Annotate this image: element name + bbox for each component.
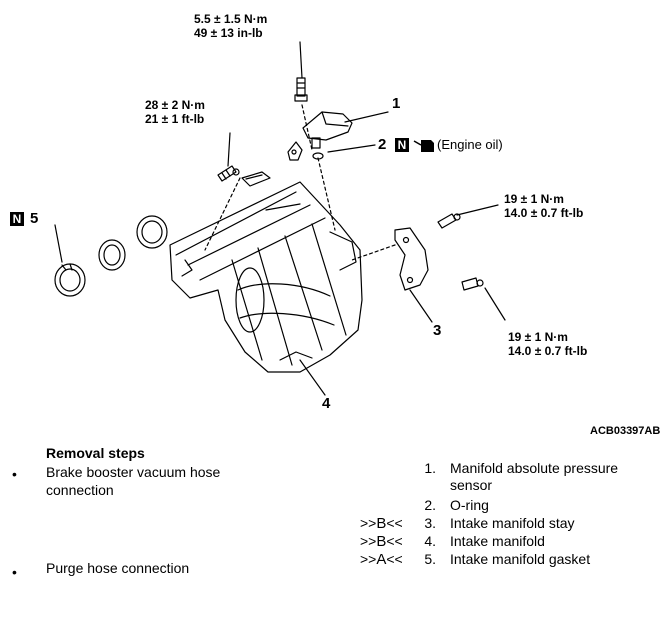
callout-1: 1 bbox=[392, 95, 401, 112]
list-item: >>B<< 3. Intake manifold stay bbox=[360, 515, 575, 532]
list-item: 2. O-ring bbox=[424, 497, 489, 513]
sensor-bolt-icon bbox=[294, 77, 308, 102]
stay-bolt-lower-icon bbox=[461, 277, 484, 291]
leader-1 bbox=[344, 111, 389, 123]
bullet-step-brake-hose: Brake booster vacuum hose connection bbox=[46, 464, 221, 498]
callout-5: 5 bbox=[30, 210, 39, 227]
list-item: 1. Manifold absolute pressure sensor bbox=[424, 460, 619, 493]
list-item: >>A<< 5. Intake manifold gasket bbox=[360, 551, 591, 568]
callout-2: 2 bbox=[378, 136, 387, 153]
torque-stay-upper: 19 ± 1 N·m 14.0 ± 0.7 ft-lb bbox=[504, 192, 584, 220]
torque-stay-lower: 19 ± 1 N·m 14.0 ± 0.7 ft-lb bbox=[508, 330, 588, 358]
bullet-icon: • bbox=[12, 564, 17, 580]
leader-manifold-bolt bbox=[227, 132, 231, 167]
align-line-stay bbox=[351, 244, 396, 261]
n-badge-5: N bbox=[10, 212, 24, 226]
align-line-oring bbox=[317, 157, 336, 231]
leader-2 bbox=[327, 144, 376, 153]
list-item: >>B<< 4. Intake manifold bbox=[360, 533, 545, 550]
align-line-sensor bbox=[301, 104, 313, 151]
manifold-bolt-icon bbox=[217, 165, 240, 182]
manifold-stay-icon bbox=[394, 227, 429, 291]
bullet-icon: • bbox=[12, 466, 17, 482]
engine-oil-label: (Engine oil) bbox=[437, 137, 503, 152]
leader-sensor-bolt bbox=[299, 41, 303, 79]
o-ring-icon bbox=[312, 152, 324, 160]
leader-stay-upper bbox=[456, 204, 499, 216]
bullet-step-purge-hose: Purge hose connection bbox=[46, 560, 190, 576]
stay-bolt-upper-icon bbox=[437, 213, 461, 229]
figure-id: ACB03397AB bbox=[590, 425, 661, 437]
leader-3 bbox=[409, 289, 433, 323]
callout-4: 4 bbox=[322, 395, 331, 412]
leader-4 bbox=[299, 359, 326, 396]
map-sensor-icon bbox=[302, 111, 353, 149]
align-line-bolt bbox=[204, 177, 241, 251]
leader-5 bbox=[54, 224, 63, 263]
oil-can-icon bbox=[413, 140, 434, 152]
intake-manifold-icon bbox=[169, 181, 363, 373]
small-gasket-icon bbox=[241, 171, 271, 187]
n-badge-2: N bbox=[395, 138, 409, 152]
leader-stay-lower bbox=[484, 287, 506, 321]
torque-sensor-bolt: 5.5 ± 1.5 N·m 49 ± 13 in-lb bbox=[194, 12, 268, 40]
clip-bracket-icon bbox=[287, 141, 303, 161]
removal-numbered-list: 1. Manifold absolute pressure sensor 2. … bbox=[360, 460, 650, 568]
exploded-view-illustration bbox=[54, 41, 506, 396]
callout-3: 3 bbox=[433, 322, 442, 339]
gasket-ring-icon bbox=[54, 215, 168, 297]
torque-manifold-bolt: 28 ± 2 N·m 21 ± 1 ft-lb bbox=[145, 98, 205, 126]
removal-steps-title: Removal steps bbox=[46, 445, 145, 461]
